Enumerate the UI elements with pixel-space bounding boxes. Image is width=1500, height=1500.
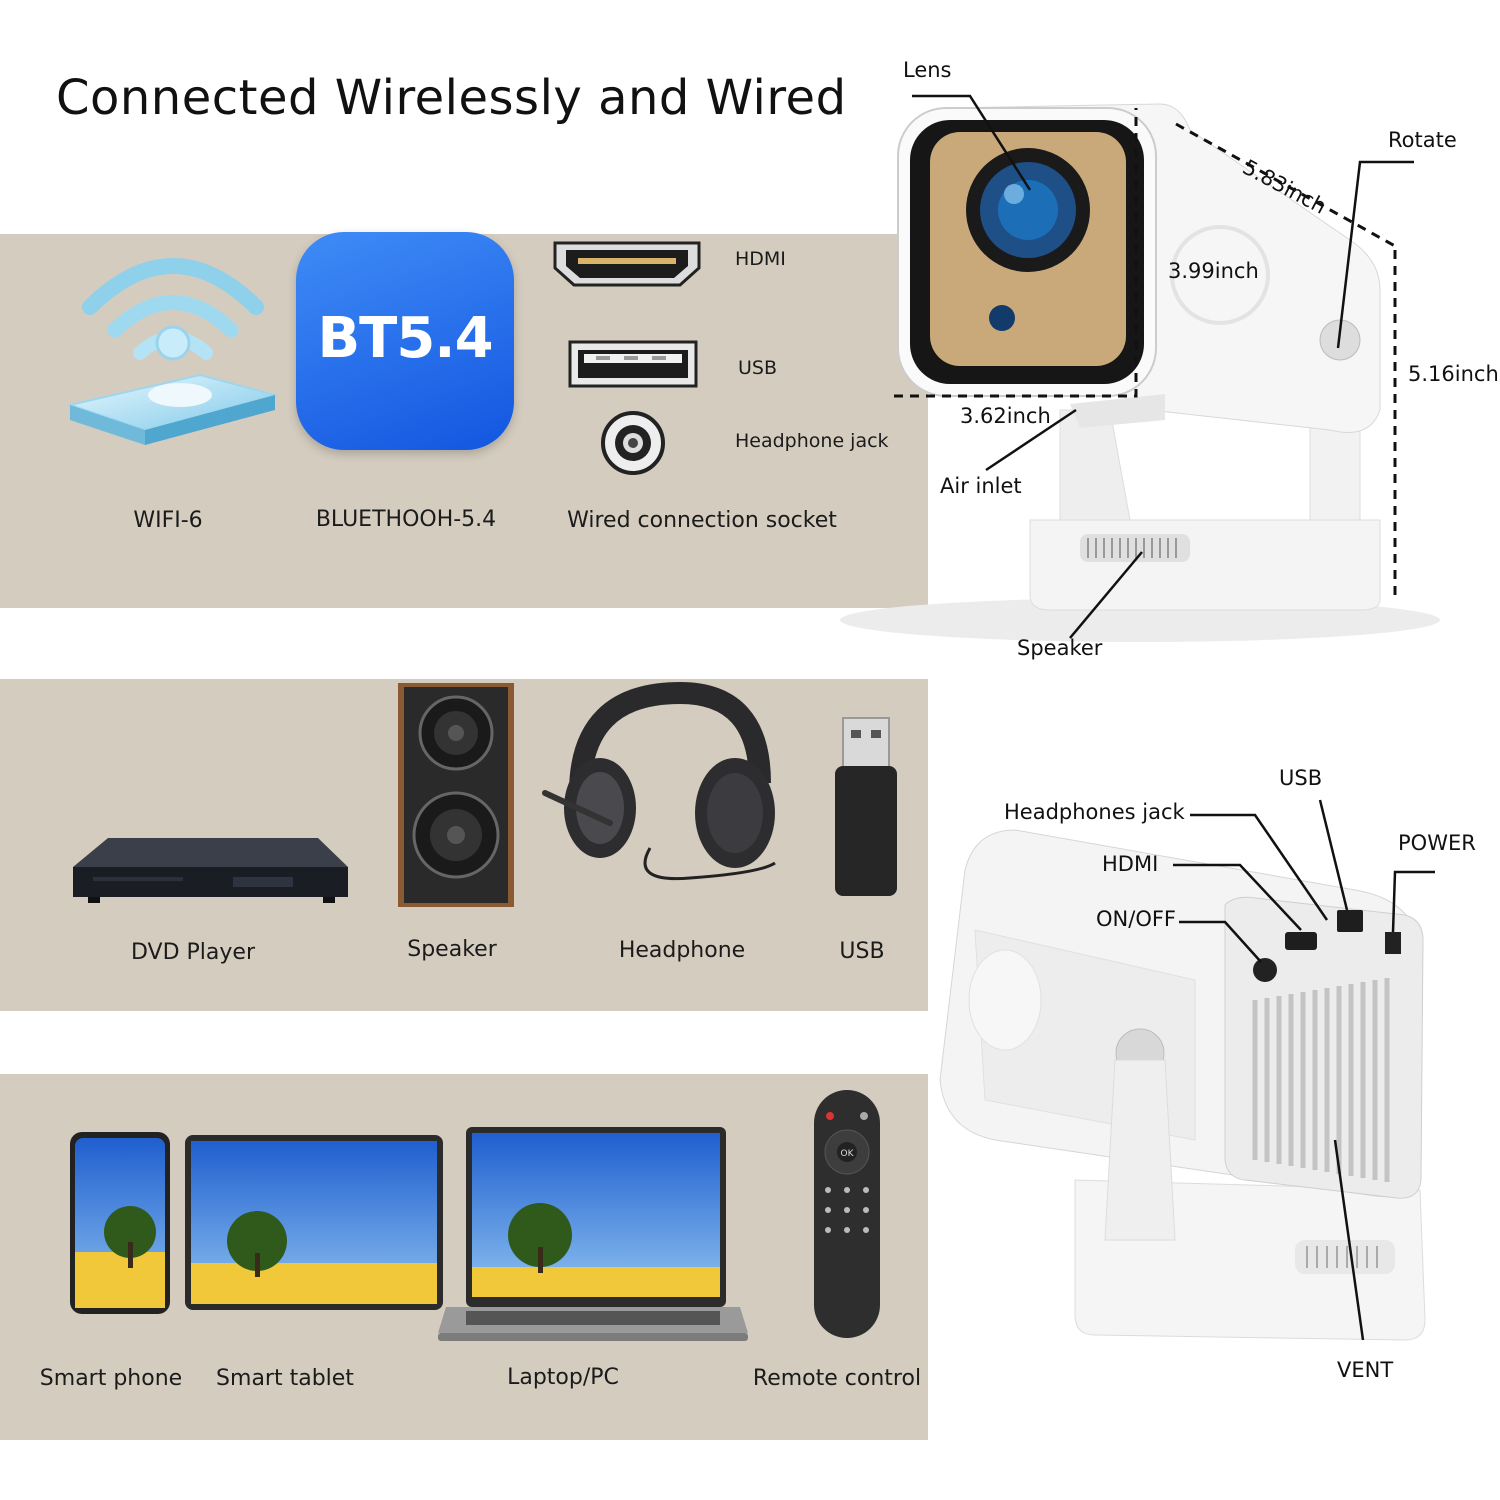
- on-off-label: ON/OFF: [1096, 907, 1177, 931]
- usb-stick-label: USB: [839, 939, 885, 964]
- bluetooth-badge-text: BT5.4: [317, 306, 493, 371]
- remote-ok-label: OK: [841, 1149, 855, 1159]
- laptop-label: Laptop/PC: [507, 1365, 619, 1390]
- remote-control-label: Remote control: [752, 1366, 922, 1391]
- hdmi-port-label: HDMI: [735, 248, 786, 270]
- speaker-label: Speaker: [407, 937, 497, 962]
- headphone-jack-label: Headphone jack: [735, 430, 889, 452]
- headphone-icon: [542, 681, 776, 881]
- page-title: Connected Wirelessly and Wired: [56, 70, 847, 126]
- rotate-label: Rotate: [1388, 128, 1457, 152]
- air-inlet-label: Air inlet: [940, 474, 1022, 498]
- front-height-dimension-label: 3.99inch: [1168, 259, 1259, 283]
- power-label: POWER: [1398, 831, 1476, 855]
- smartphone-icon: [70, 1132, 170, 1314]
- usb-port-icon: [568, 340, 698, 388]
- usb-stick-icon: [835, 717, 897, 896]
- wired-socket-label: Wired connection socket: [567, 508, 837, 533]
- back-usb-label: USB: [1279, 766, 1323, 790]
- projector-front-illustration: [840, 94, 1440, 642]
- lens-label: Lens: [903, 58, 952, 82]
- width-dimension-label: 3.62inch: [960, 404, 1051, 428]
- vent-label: VENT: [1337, 1358, 1394, 1382]
- headphone-label: Headphone: [618, 938, 746, 963]
- dvd-player-label: DVD Player: [131, 940, 255, 965]
- headphone-jack-icon: [601, 411, 665, 475]
- tablet-label: Smart tablet: [216, 1366, 354, 1391]
- dvd-player-icon: [73, 838, 348, 903]
- speaker-icon: [398, 683, 514, 907]
- tablet-icon: [185, 1135, 443, 1310]
- total-height-dimension-label: 5.16inch: [1408, 362, 1499, 386]
- speaker-callout-label: Speaker: [1017, 636, 1103, 660]
- wifi-icon: [66, 258, 279, 445]
- smartphone-label: Smart phone: [39, 1366, 183, 1391]
- headphones-jack-label: Headphones jack: [1004, 800, 1185, 824]
- laptop-icon: [438, 1127, 748, 1341]
- bluetooth-badge-icon: BT5.4: [296, 232, 514, 450]
- remote-control-icon: OK: [814, 1090, 880, 1338]
- projector-back-illustration: [939, 799, 1435, 1341]
- hdmi-port-icon: [553, 241, 701, 287]
- back-hdmi-label: HDMI: [1102, 852, 1159, 876]
- usb-port-label: USB: [738, 357, 778, 379]
- wifi-label: WIFI-6: [133, 508, 203, 533]
- bluetooth-label: BLUETHOOH-5.4: [315, 507, 497, 532]
